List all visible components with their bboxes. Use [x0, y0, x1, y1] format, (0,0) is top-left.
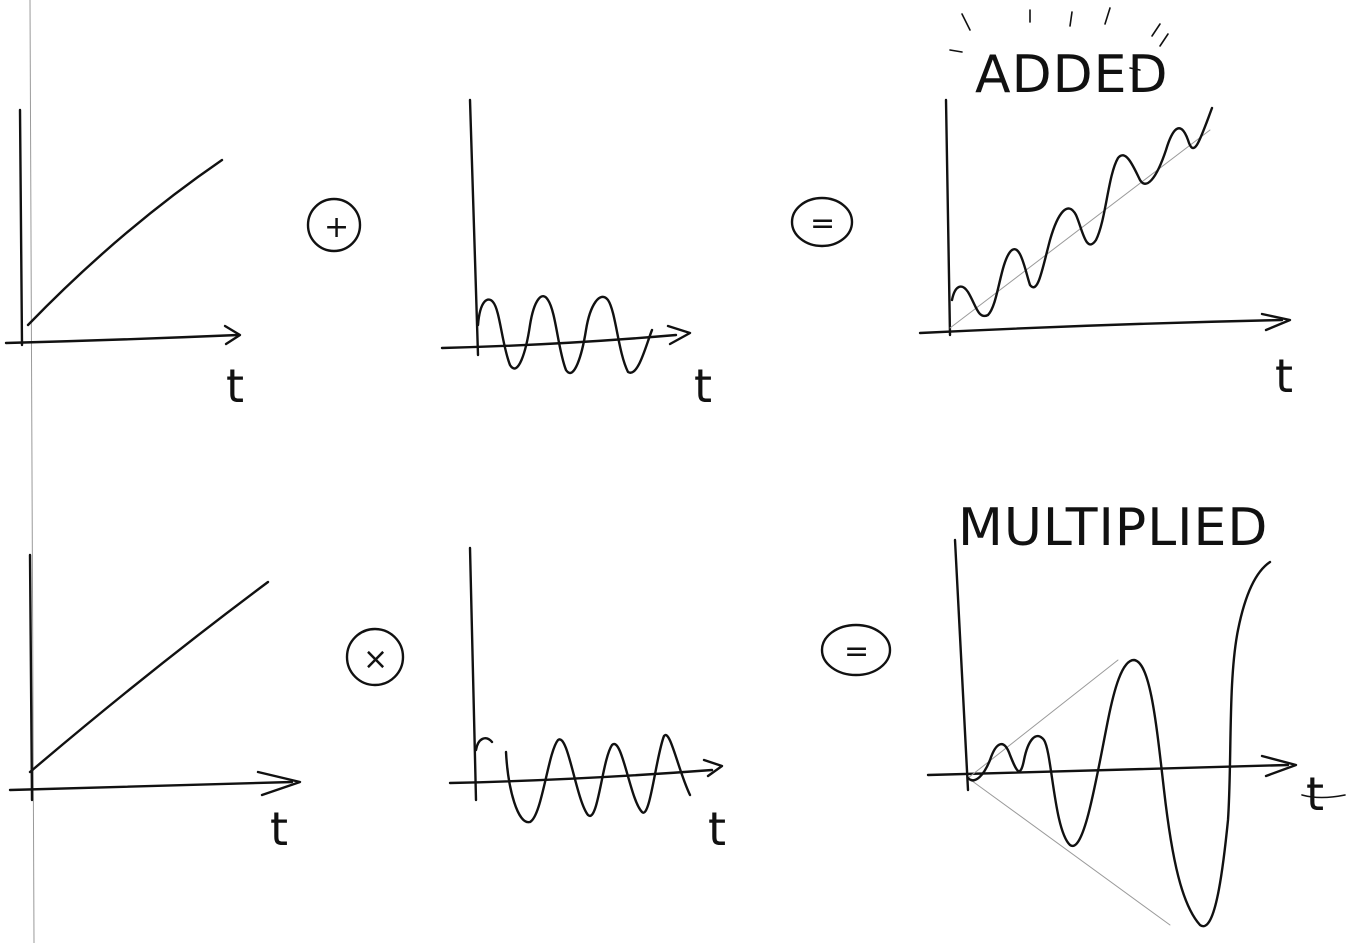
page-margin-line: [29, 0, 35, 943]
multiplied-sine-plot: t: [448, 546, 726, 856]
added-title: ADDED: [975, 45, 1169, 105]
multiplied-linear-y-axis: [28, 553, 34, 802]
added-sine-plot: t: [440, 98, 712, 413]
multiplied-equals-symbol: =: [844, 634, 869, 669]
plus-operator: +: [306, 197, 362, 253]
multiplied-linear-plot: t: [8, 553, 302, 856]
added-result-x-axis: [918, 318, 1284, 335]
multiplied-result-t-label-stroke: [1301, 794, 1346, 799]
plus-operator-symbol: +: [324, 210, 349, 245]
multiplied-linear-t-label: t: [270, 802, 288, 856]
multiplied-sine-arrowhead: [702, 758, 724, 778]
times-operator-symbol: ×: [363, 642, 388, 677]
added-equals-operator: =: [790, 196, 854, 248]
added-sine-y-axis: [468, 98, 480, 357]
added-linear-ramp-line: [26, 158, 224, 327]
plus-operator-circle: [306, 197, 362, 253]
multiplied-result-t-label: t: [1306, 767, 1324, 821]
multiplied-result-plot: MULTIPLIED t: [926, 498, 1346, 928]
multiplied-linear-x-axis: [8, 780, 294, 792]
added-linear-t-label: t: [226, 359, 244, 413]
added-result-arrowhead: [1260, 312, 1292, 332]
added-linear-y-axis: [18, 108, 24, 347]
multiplied-result-lower-envelope: [967, 777, 1171, 926]
added-sine-wave: [476, 294, 654, 374]
added-equals-circle: [790, 196, 854, 248]
row-multiplied: t × t = MULTIPLIED: [8, 498, 1346, 928]
added-sine-arrowhead: [666, 324, 692, 346]
emphasis-ticks: [949, 7, 1169, 71]
multiplied-sine-y-axis: [468, 546, 478, 802]
multiplied-linear-ramp-line: [28, 580, 270, 774]
multiplied-title: MULTIPLIED: [958, 498, 1268, 558]
added-result-plot: ADDED t: [918, 7, 1293, 403]
added-linear-plot: t: [4, 108, 244, 413]
multiplied-sine-wave: [474, 733, 692, 824]
multiplied-equals-operator: =: [820, 623, 892, 677]
added-sine-t-label: t: [694, 359, 712, 413]
multiplied-result-upper-envelope: [967, 659, 1119, 779]
added-result-y-axis: [944, 98, 952, 337]
multiplied-sine-t-label: t: [708, 802, 726, 856]
added-result-t-label: t: [1275, 349, 1293, 403]
times-operator-circle: [345, 627, 405, 687]
multiplied-equals-circle: [820, 623, 892, 677]
multiplied-result-y-axis: [953, 538, 970, 792]
added-linear-arrowhead: [223, 324, 242, 346]
added-equals-symbol: =: [810, 206, 835, 241]
added-result-wave: [950, 106, 1214, 318]
multiplied-sine-x-axis: [448, 768, 714, 785]
times-operator: ×: [345, 627, 405, 687]
multiplied-linear-arrowhead: [256, 770, 302, 797]
added-linear-x-axis: [4, 333, 240, 345]
multiplied-result-arrowhead: [1260, 754, 1298, 778]
row-added: t + t = ADDED: [4, 7, 1293, 413]
multiplied-result-wave: [966, 560, 1272, 928]
